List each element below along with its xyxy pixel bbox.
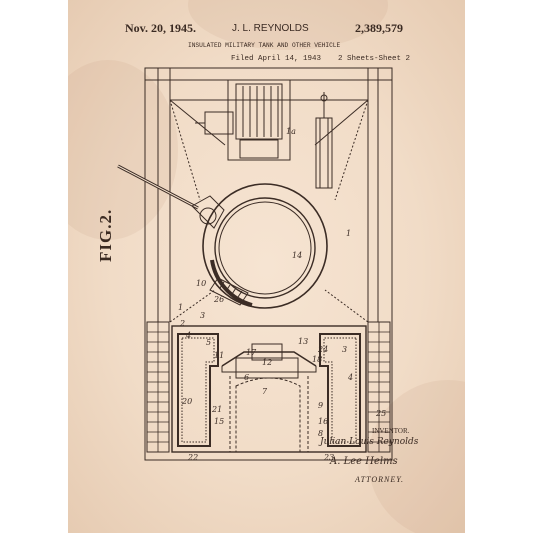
sheet-count: 2 Sheets-Sheet 2 — [338, 55, 411, 63]
filed-date: Filed April 14, 1943 — [231, 55, 322, 63]
exhaust-stack — [315, 117, 333, 189]
svg-text:20: 20 — [181, 397, 192, 406]
svg-text:14: 14 — [292, 251, 302, 260]
svg-text:10: 10 — [196, 279, 206, 288]
svg-text:26: 26 — [213, 295, 224, 304]
svg-text:7: 7 — [262, 387, 268, 396]
svg-text:4: 4 — [185, 331, 191, 340]
inventor-name: J. L. REYNOLDS — [232, 23, 309, 34]
patent-sheet — [68, 0, 465, 533]
engine-block — [227, 79, 291, 161]
svg-text:5: 5 — [206, 338, 211, 347]
svg-text:4: 4 — [347, 373, 353, 382]
patent-date: Nov. 20, 1945. — [125, 21, 197, 35]
svg-text:15: 15 — [214, 417, 224, 426]
svg-text:2: 2 — [179, 319, 185, 328]
patent-title: INSULATED MILITARY TANK AND OTHER VEHICL… — [188, 42, 341, 49]
svg-text:1: 1 — [346, 229, 351, 238]
attorney-signature: A. Lee Helms — [330, 456, 398, 467]
svg-text:6: 6 — [244, 373, 249, 382]
svg-text:13: 13 — [298, 337, 308, 346]
svg-text:3: 3 — [200, 311, 205, 320]
inventor-signature: Julian Louis Reynolds — [320, 437, 419, 447]
svg-text:8: 8 — [318, 429, 323, 438]
svg-text:25: 25 — [375, 409, 386, 418]
svg-text:1: 1 — [178, 303, 183, 312]
svg-text:16: 16 — [318, 417, 328, 426]
svg-text:9: 9 — [318, 401, 323, 410]
svg-text:23: 23 — [323, 453, 334, 462]
svg-text:22: 22 — [187, 453, 198, 462]
svg-text:1a: 1a — [286, 127, 296, 136]
attorney-caption: ATTORNEY. — [355, 475, 404, 484]
svg-text:12: 12 — [262, 358, 272, 367]
svg-text:17: 17 — [246, 348, 257, 357]
svg-text:11: 11 — [214, 351, 224, 360]
svg-text:21: 21 — [211, 405, 222, 414]
svg-text:3: 3 — [342, 345, 347, 354]
turret-ring — [202, 183, 328, 309]
patent-number: 2,389,579 — [355, 21, 403, 35]
svg-text:18: 18 — [312, 355, 322, 364]
crew-compartment — [171, 325, 367, 453]
inventor-caption: INVENTOR. — [372, 427, 410, 435]
svg-text:24: 24 — [317, 345, 328, 354]
